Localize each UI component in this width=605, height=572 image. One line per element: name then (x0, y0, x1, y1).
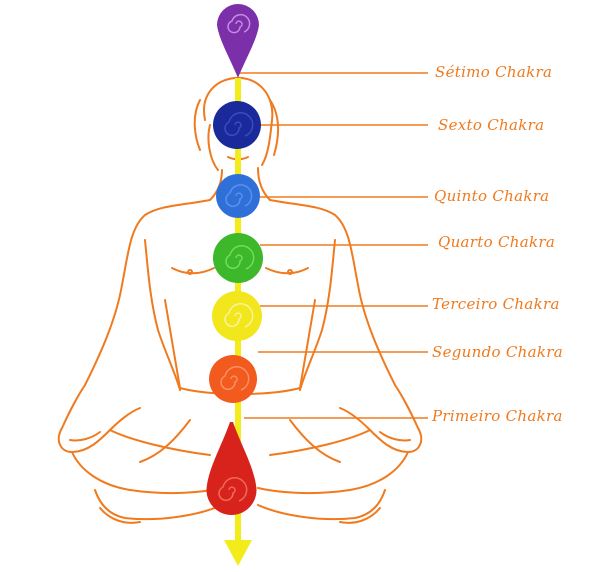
chakra-symbols (206, 4, 263, 515)
chakra-symbol-7 (217, 4, 259, 78)
chakra-label-5: Quinto Chakra (434, 187, 550, 205)
chakra-label-3: Terceiro Chakra (432, 295, 560, 313)
chakra-symbol-2 (209, 355, 257, 403)
chakra-label-7: Sétimo Chakra (435, 63, 553, 81)
chakra-symbol-6 (213, 101, 261, 149)
meditating-figure (57, 76, 423, 524)
chakra-symbol-3 (212, 291, 262, 341)
chakra-symbol-5 (216, 174, 260, 218)
chakra-symbol-4 (213, 233, 263, 283)
chakra-label-6: Sexto Chakra (438, 116, 545, 134)
chakra-label-4: Quarto Chakra (438, 233, 556, 251)
leader-lines (240, 72, 428, 419)
axis-arrowhead (224, 540, 252, 566)
chakra-label-1: Primeiro Chakra (432, 407, 563, 425)
chakra-symbol-1 (206, 422, 257, 515)
chakra-label-2: Segundo Chakra (432, 343, 563, 361)
